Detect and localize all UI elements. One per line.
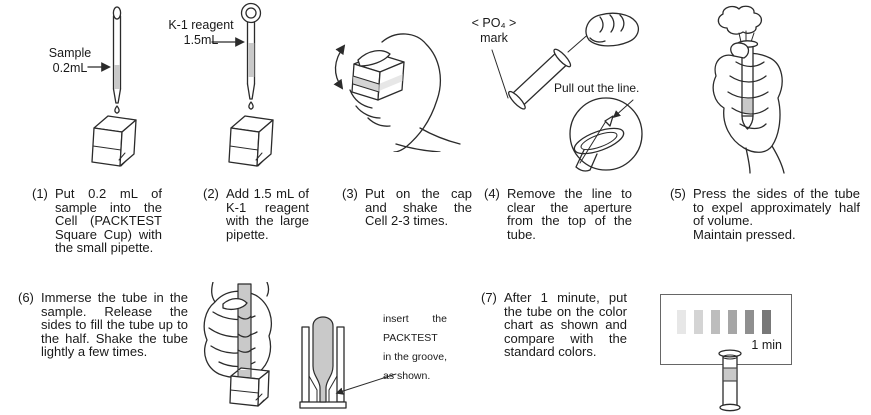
- pull-line-label: Pull out the line.: [554, 81, 640, 95]
- thumb: [730, 42, 750, 59]
- tube-icon: [237, 283, 252, 377]
- thumb: [222, 297, 248, 310]
- po4-pointer-line: [491, 49, 509, 99]
- color-swatches: [677, 310, 771, 334]
- po4-mark-label: < PO₄ > mark: [471, 16, 517, 45]
- groove-cross-section-figure: [299, 316, 397, 409]
- packtest-tube-icon: [312, 316, 334, 403]
- thumb: [357, 49, 391, 67]
- square-cup-icon: [91, 115, 137, 167]
- step-7-caption: (7)After 1 minute, put the tube on the c…: [481, 290, 627, 359]
- drop-icon: [248, 101, 254, 110]
- pull-line-figure: [491, 12, 643, 172]
- inset-detail: [569, 97, 643, 172]
- reagent-volume-label: K-1 reagent 1.5mL: [168, 18, 234, 47]
- immerse-tube-figure: [203, 282, 272, 407]
- step-5-caption: (5)Press the sides of the tube to expel …: [670, 186, 860, 242]
- step-4-caption: (4)Remove the line to clear the aperture…: [484, 186, 632, 242]
- wrist-lines: [211, 282, 270, 303]
- large-pipette-into-cup-figure: [211, 2, 274, 167]
- drop-icon: [114, 105, 120, 114]
- sample-volume-label: Sample 0.2mL: [48, 46, 92, 75]
- step-2-caption: (2)Add 1.5 mL of K-1 reagent with the la…: [203, 186, 309, 242]
- press-tube-figure: [712, 5, 785, 174]
- wrist-lines: [395, 127, 461, 152]
- square-cup-icon: [228, 115, 274, 167]
- shake-cell-figure: [333, 33, 461, 152]
- cell-cube-icon: [351, 53, 405, 101]
- hand-icon: [585, 12, 639, 47]
- time-label: 1 min: [751, 338, 782, 352]
- line-loop: [604, 115, 614, 127]
- color-swatch: [728, 310, 737, 334]
- wrist-lines: [745, 145, 785, 174]
- step-6-caption: (6)Immerse the tube in the sample. Relea…: [18, 290, 188, 359]
- puff-cloud-icon: [717, 5, 763, 35]
- step-3-caption: (3)Put on the cap and shake the Cell 2-3…: [342, 186, 472, 228]
- color-swatch: [694, 310, 703, 334]
- color-swatch: [711, 310, 720, 334]
- color-swatch: [745, 310, 754, 334]
- groove-arrow: [335, 373, 397, 395]
- shake-arrow-icon: [333, 44, 346, 90]
- groove-note: insert the PACKTEST in the groove, as sh…: [383, 313, 447, 382]
- hand-outline: [381, 33, 441, 152]
- chart-tube-figure: [718, 349, 742, 412]
- tube-icon: [508, 48, 572, 110]
- small-pipette-into-cup-figure: [87, 6, 137, 167]
- square-cup-icon: [229, 367, 270, 407]
- color-swatch: [762, 310, 771, 334]
- pull-line-arrow: [612, 99, 634, 119]
- step-1-caption: (1)Put 0.2 mL of sample into the Cell (P…: [32, 186, 162, 255]
- tube-icon: [718, 349, 742, 412]
- color-swatch: [677, 310, 686, 334]
